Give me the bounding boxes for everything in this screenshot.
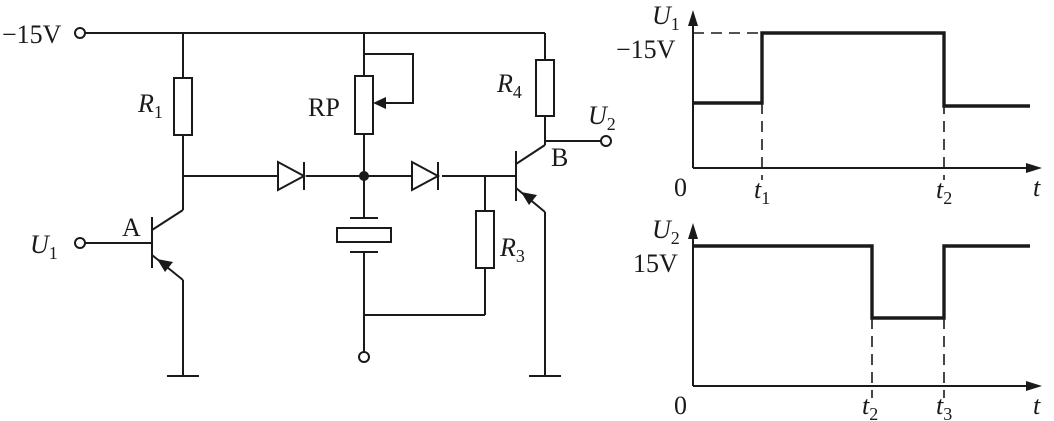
r1-label: R1 [137,89,163,122]
diode-2 [411,160,441,192]
supply-label: −15V [2,20,62,49]
waveform-u2: U2 15V 0 t t2 t3 [633,215,1042,421]
rp-label: RP [308,93,340,122]
transistor-b [515,135,612,377]
waveform-u1: U1 −15V 0 t t1 t2 [616,1,1042,208]
u1-axis-label: U1 [652,1,680,34]
u2-axis-label: U2 [652,215,680,248]
resistor-r1 [173,33,193,176]
u1-level-label: −15V [616,35,676,64]
u2-origin-label: 0 [674,391,687,420]
output-u2-label: U2 [588,101,616,134]
u1-axes [688,10,1042,173]
transistor-b-label: B [551,143,568,172]
u1-time-axis-label: t [1033,173,1041,202]
u2-t2-label: t2 [862,391,878,421]
supply-rail [74,27,545,39]
u1-origin-label: 0 [674,173,687,202]
crystal-element [336,176,392,363]
u2-time-axis-label: t [1033,391,1041,420]
transistor-a-label: A [122,213,141,242]
circuit: −15V R1 [2,20,616,377]
u2-axes [688,223,1042,391]
input-u1-label: U1 [30,230,58,263]
diode-1 [277,160,307,192]
u2-level-label: 15V [633,249,678,278]
r3-label: R3 [499,233,525,266]
u2-t3-label: t3 [936,391,952,421]
u1-t1-label: t1 [754,175,770,208]
r4-label: R4 [496,69,522,102]
resistor-r4 [535,33,555,141]
u2-signal [693,244,1030,320]
u1-t2-label: t2 [936,175,952,208]
resistor-r3 [364,176,495,316]
transistor-a [74,176,199,377]
potentiometer-rp [354,33,414,176]
u1-signal [693,31,1030,108]
